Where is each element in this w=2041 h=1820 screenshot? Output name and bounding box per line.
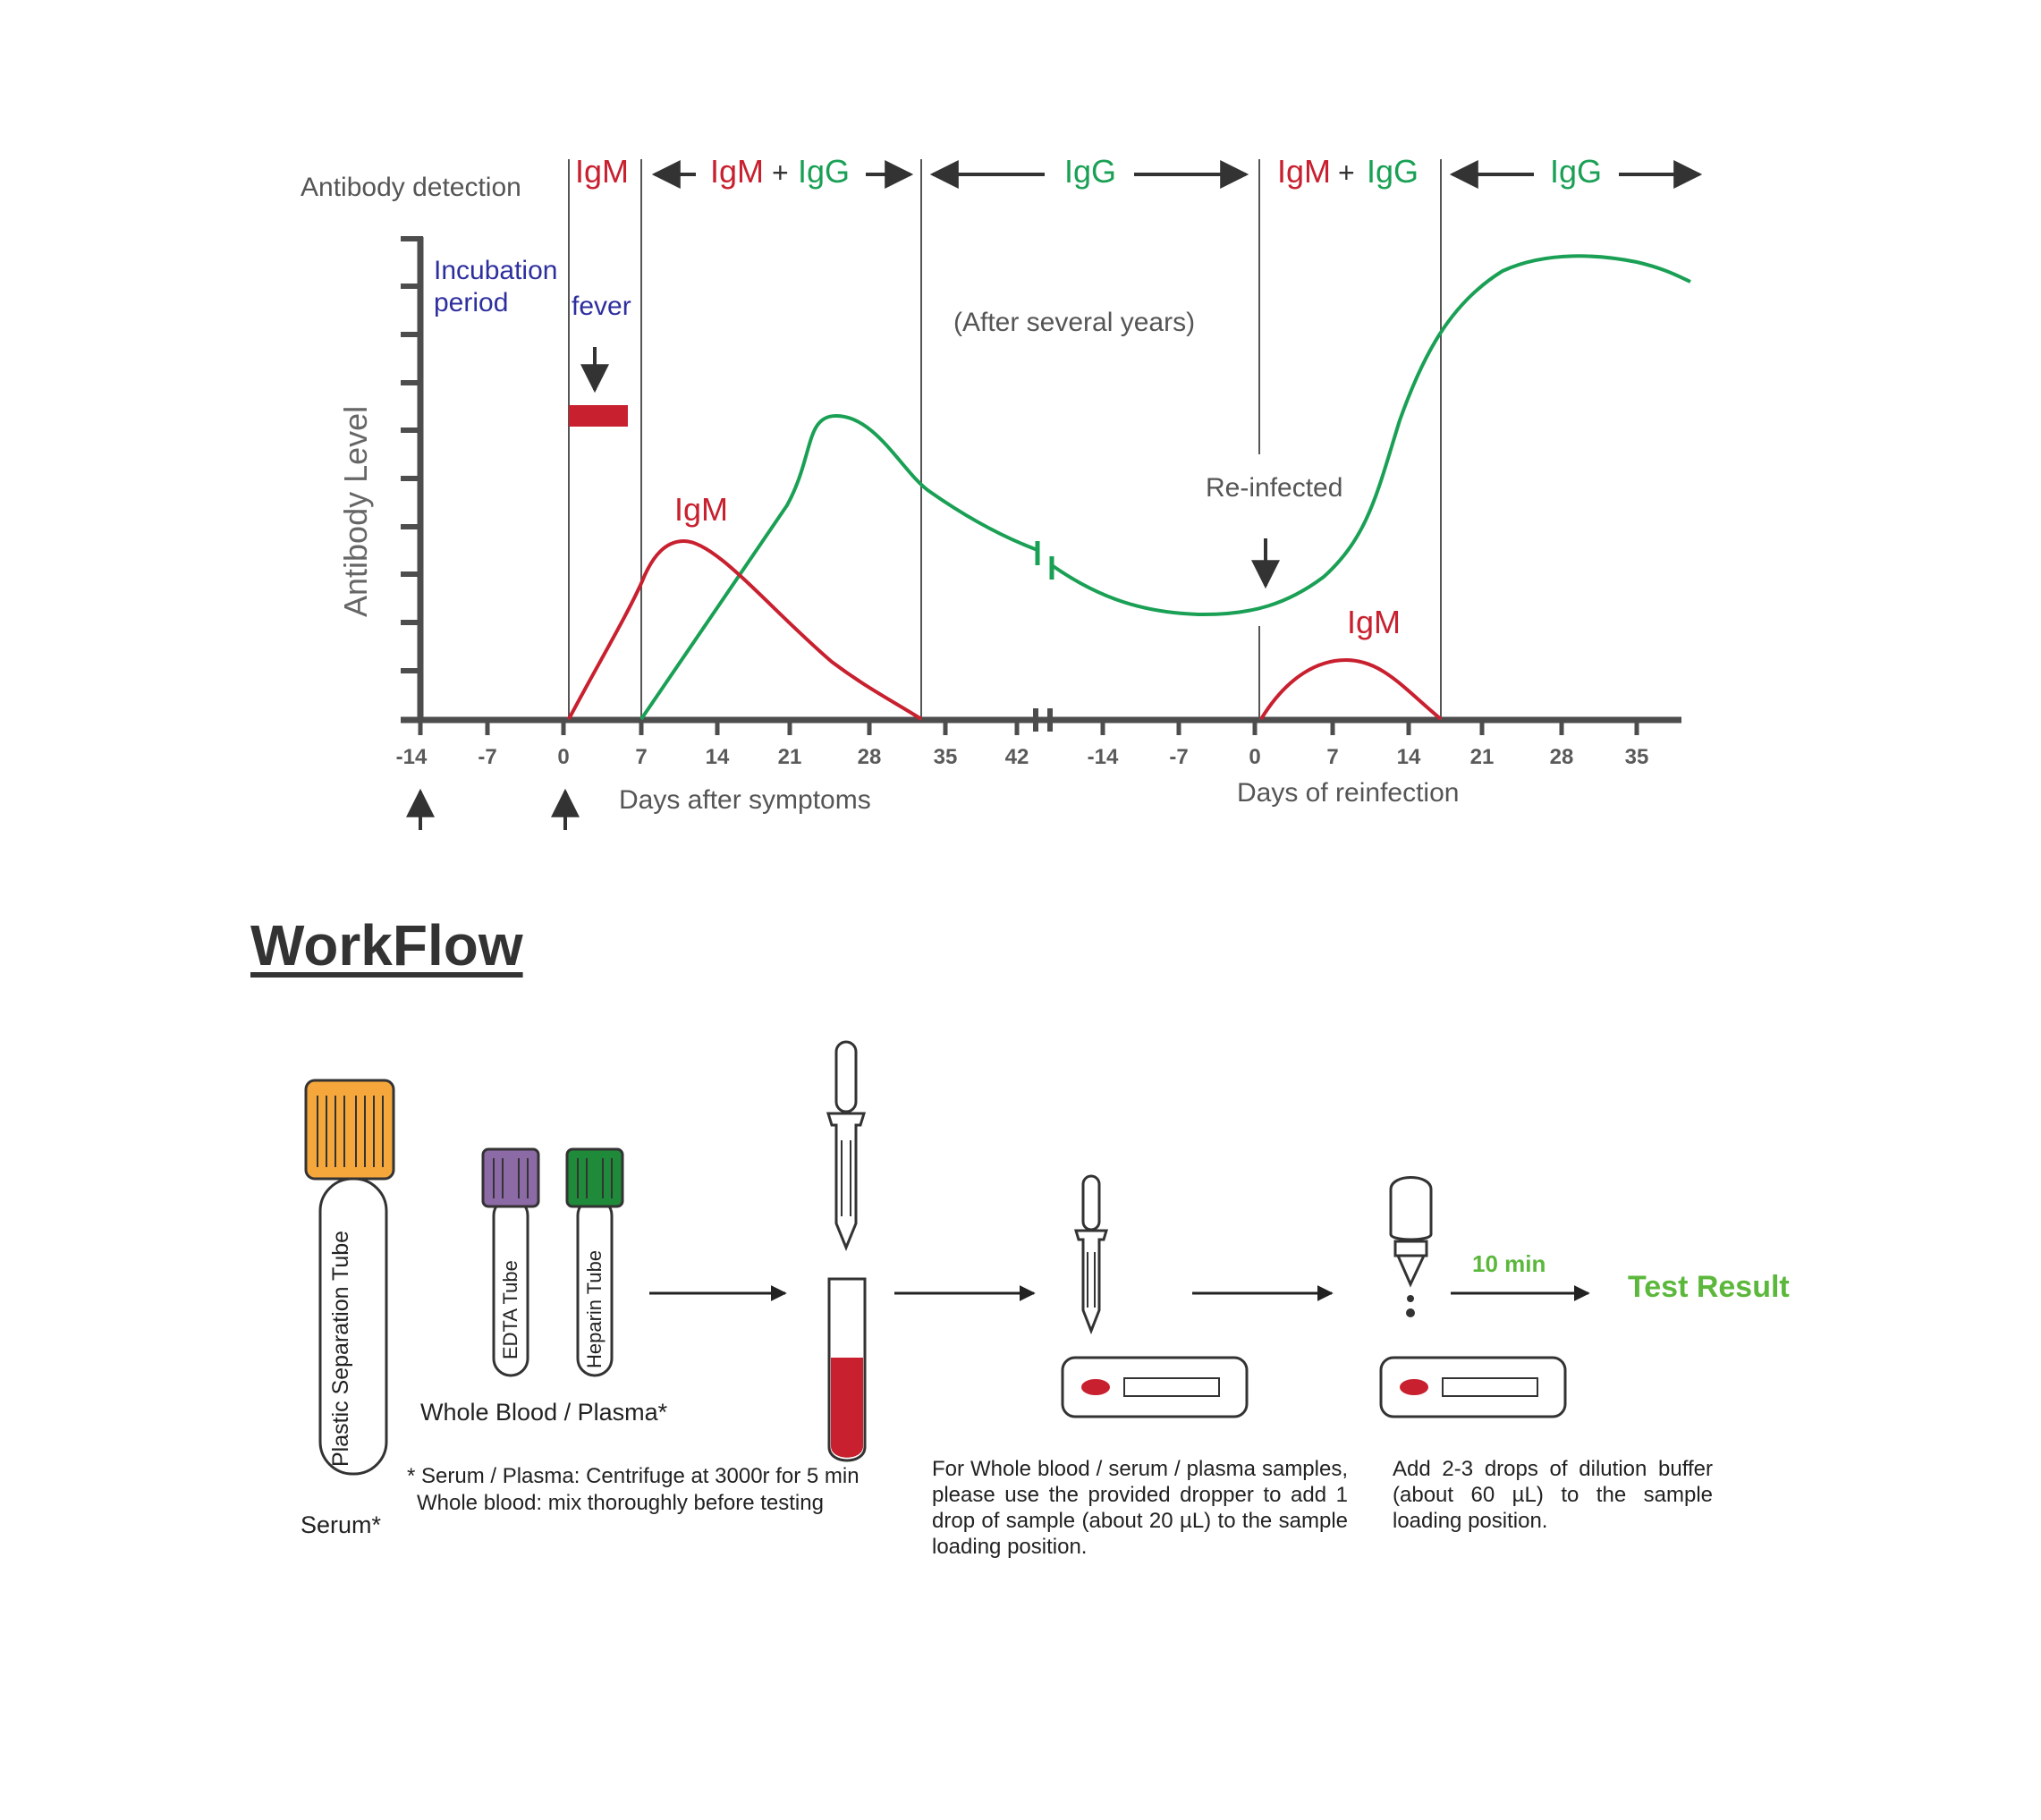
x-tick-labels: -14 -7 0 7 14 21 28 35 42 -14 -7 0 7 14 … [396,745,1649,769]
result-window [1123,1377,1220,1397]
step2-caption: For Whole blood / serum / plasma samples… [932,1457,1348,1559]
x-tick-label: -7 [478,745,496,769]
after-several-years-label: (After several years) [953,308,1195,337]
igg-curve [1050,254,1691,617]
x-tick-label: -7 [1169,745,1188,769]
x-ticks [418,720,1639,735]
serum-tube-label: Plastic Separation Tube [328,1231,353,1467]
incubation-label: period [434,288,508,317]
heparin-tube-label: Heparin Tube [583,1250,606,1368]
workflow-graphics: Plastic Separation Tube EDTA Tube Hepari… [304,1040,1590,1476]
note-centrifuge: * Serum / Plasma: Centrifuge at 3000r fo… [407,1464,860,1488]
y-axis-label: Antibody Level [337,406,374,617]
igm-curve [1259,657,1443,721]
workflow-title: WorkFlow [250,913,523,978]
x-tick-label: 14 [706,745,730,769]
fever-label: fever [572,292,631,321]
phase-label-igg: IgG [1367,153,1419,190]
sample-well [1081,1379,1110,1395]
green-cap [565,1147,624,1208]
axis-break-mark [1033,708,1053,732]
buffer-bottle-icon [1389,1176,1433,1317]
x-tick-label: 7 [635,745,647,769]
edta-tube-label: EDTA Tube [499,1260,521,1359]
test-cassette [1379,1356,1567,1418]
reinfected-label: Re-infected [1206,473,1342,503]
x-tick-label: 21 [1470,745,1495,769]
x-axis-label-reinfection: Days of reinfection [1237,778,1459,808]
igm-curve-label: IgM [1347,604,1401,640]
test-cassette [1061,1356,1249,1418]
blood-sample [831,1358,863,1458]
x-tick-label: 35 [934,745,958,769]
x-tick-label: 35 [1625,745,1649,769]
fever-bar [569,405,628,427]
dropper-icon [1073,1174,1109,1335]
phase-label-igg: IgG [1550,153,1602,190]
phase-label-igm: IgM [710,153,764,190]
igm-curve [567,538,923,721]
x-tick-label: 21 [778,745,802,769]
x-tick-label: 28 [1550,745,1574,769]
dropper-icon [826,1040,867,1251]
plus-sign: + [1338,157,1355,189]
x-tick-label: 42 [1005,745,1029,769]
phase-label-igg: IgG [798,153,850,190]
x-tick-label: -14 [396,745,428,769]
sample-well [1400,1379,1428,1395]
x-axis-label-symptoms: Days after symptoms [619,785,871,815]
orange-cap [304,1079,395,1181]
phase-label-igm: IgM [1277,153,1331,190]
step3-caption: Add 2-3 drops of dilution buffer (about … [1393,1457,1713,1533]
heparin-tube: Heparin Tube [565,1147,624,1377]
plus-sign: + [772,157,789,189]
y-ticks [401,236,423,673]
centrifuged-tube [827,1277,867,1462]
x-tick-label: 0 [557,745,569,769]
edta-tube: EDTA Tube [481,1147,540,1377]
igg-curve [639,413,1038,721]
serum-tube: Plastic Separation Tube [304,1079,395,1476]
test-result-label: Test Result [1628,1270,1790,1304]
wait-time-label: 10 min [1472,1250,1546,1277]
note-mix: Whole blood: mix thoroughly before testi… [417,1491,824,1515]
phase-label-igg: IgG [1064,153,1116,190]
x-tick-label: -14 [1088,745,1119,769]
phase-label-igm: IgM [575,153,629,190]
drop-icon [1407,1295,1414,1302]
x-tick-label: 14 [1397,745,1421,769]
drop-icon [1406,1308,1415,1317]
serum-caption: Serum* [301,1511,382,1538]
incubation-label: Incubation [434,256,557,285]
antibody-chart: Antibody detection Antibody Level [301,153,1703,830]
x-tick-label: 28 [858,745,882,769]
result-window [1442,1377,1538,1397]
x-tick-label: 0 [1249,745,1260,769]
x-tick-label: 7 [1326,745,1338,769]
antibody-detection-label: Antibody detection [301,173,521,202]
whole-blood-caption: Whole Blood / Plasma* [420,1399,668,1426]
phase-dividers [568,159,1442,720]
purple-cap [481,1147,540,1208]
igm-curve-label: IgM [674,491,728,528]
